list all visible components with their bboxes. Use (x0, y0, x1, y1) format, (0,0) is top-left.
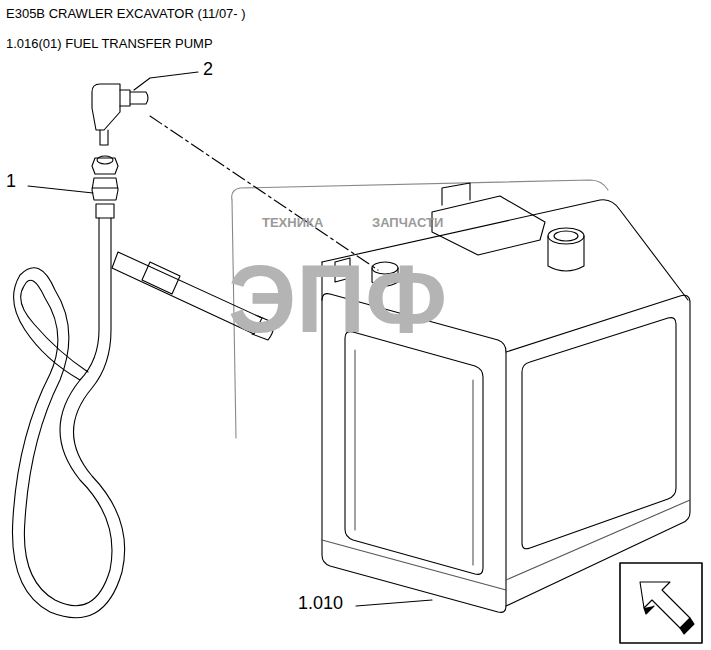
elbow-fitting (92, 84, 120, 130)
filler-cap (548, 228, 584, 244)
plate-tab (442, 183, 470, 205)
elbow-thread (120, 90, 148, 106)
pump-grip (142, 262, 180, 294)
page-title: E305B CRAWLER EXCAVATOR (11/07- ) (6, 7, 246, 21)
tank-side (506, 295, 690, 606)
callout-number: 1.010 (298, 594, 343, 614)
hose-nut (92, 158, 118, 174)
cover-plate (432, 196, 545, 255)
callout-number: 1 (6, 172, 16, 192)
tank-window (345, 332, 483, 575)
tank-outline (232, 180, 608, 200)
elbow-stem (100, 130, 108, 145)
nav-icon-frame (620, 563, 702, 643)
hose-nut (97, 156, 113, 164)
leader-line (28, 186, 93, 193)
hose-nut (92, 187, 118, 188)
leader-line (134, 72, 198, 90)
tank-bottom-edge (506, 500, 690, 580)
tank-window (522, 318, 676, 549)
page-subtitle: 1.016(01) FUEL TRANSFER PUMP (6, 37, 213, 51)
hose-nut (92, 178, 118, 200)
nav-arrow-shadow (644, 606, 694, 634)
watermark-text: ТЕХНИКА (262, 216, 323, 230)
watermark-logo: ЭПФ (228, 246, 447, 352)
callout-number: 2 (203, 60, 213, 80)
hose (12, 218, 124, 618)
tank-window-inner (355, 350, 473, 565)
filler-cap (554, 231, 578, 241)
watermark-text: ЗАПЧАСТИ (372, 216, 443, 230)
leader-line (356, 600, 432, 606)
tank-bottom-edge (322, 540, 506, 590)
nav-arrow (640, 582, 690, 628)
hose (14, 218, 112, 606)
hose-ferrule (96, 204, 114, 218)
